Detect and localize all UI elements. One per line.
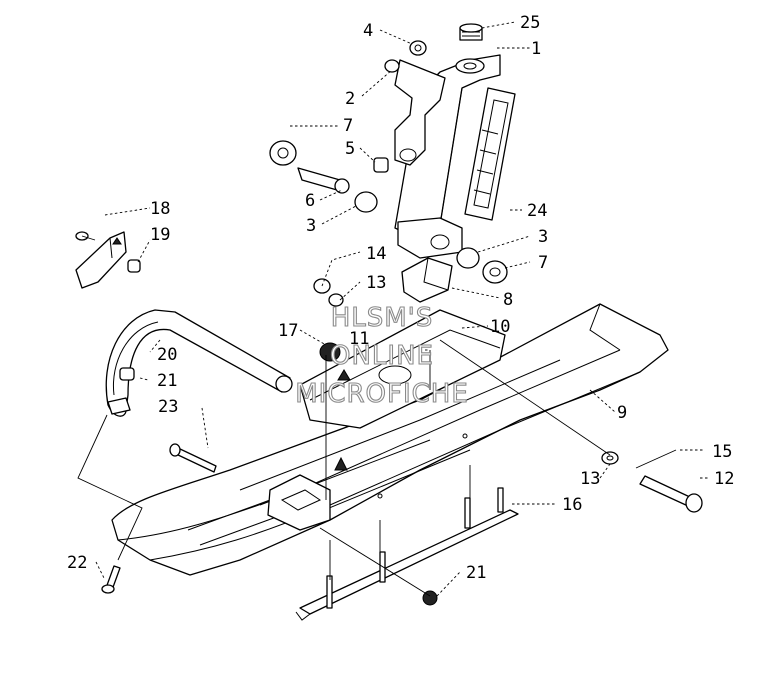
spindle-decal: [464, 87, 516, 221]
callout-labels: 1 2 3 3 4 5 6 7 7 8 9 10 11 12 13 13 14 …: [67, 13, 734, 583]
ski-body: [111, 303, 669, 576]
shaft-6: [297, 167, 350, 194]
callout-21-upper: 21: [157, 371, 177, 391]
assembly-lines: [77, 339, 611, 597]
callout-13-upper: 13: [366, 273, 386, 293]
watermark: HLSM'S ONLINE MICROFICHE: [295, 302, 469, 409]
callout-9: 9: [617, 403, 627, 423]
callout-10: 10: [490, 317, 510, 337]
bushing-7-left: [269, 140, 297, 166]
bushing-7-right: [482, 260, 508, 284]
callout-16: 16: [562, 495, 582, 515]
washer-13-lower: [601, 451, 619, 465]
callout-8: 8: [503, 290, 513, 310]
washer-13-upper: [328, 293, 344, 307]
nut-2-upper: [384, 59, 400, 73]
bushing-3-right: [456, 247, 480, 269]
callout-1: 1: [531, 39, 541, 59]
spindle-cap: [459, 23, 483, 41]
callout-7-right: 7: [538, 253, 548, 273]
callout-17: 17: [278, 321, 298, 341]
callout-6: 6: [305, 191, 315, 211]
watermark-line-3: MICROFICHE: [295, 379, 469, 409]
callout-2: 2: [345, 89, 355, 109]
callout-14: 14: [366, 244, 386, 264]
callout-19: 19: [150, 225, 170, 245]
callout-7-left: 7: [343, 116, 353, 136]
callout-18: 18: [150, 199, 170, 219]
nut-4: [409, 40, 427, 56]
bolt-23: [169, 443, 217, 473]
leader-lines: [95, 21, 710, 597]
watermark-line-2: ONLINE: [330, 341, 434, 371]
callout-23: 23: [158, 397, 178, 417]
bumper-8: [401, 257, 453, 303]
callout-15: 15: [712, 442, 732, 462]
ski-loop: [105, 309, 293, 417]
ski-spindle: [394, 54, 501, 259]
bolt-12: [639, 475, 703, 513]
callout-4: 4: [363, 21, 373, 41]
bushing-5: [373, 157, 389, 173]
callout-24: 24: [527, 201, 547, 221]
callout-13-lower: 13: [580, 469, 600, 489]
bushing-3-left: [354, 191, 378, 213]
nut-21-lower: [422, 590, 438, 606]
callout-25: 25: [520, 13, 540, 33]
nut-21-upper: [119, 367, 135, 381]
nut-19: [127, 259, 141, 273]
callout-3-right: 3: [538, 227, 548, 247]
callout-3-left: 3: [306, 216, 316, 236]
pin-15: [635, 449, 677, 469]
bolt-22: [101, 565, 121, 594]
ski-mount-plate: [299, 309, 506, 429]
callout-12: 12: [714, 469, 734, 489]
nut-17: [319, 342, 341, 362]
watermark-line-1: HLSM'S: [331, 303, 434, 333]
bracket-18: [75, 231, 127, 289]
callout-5: 5: [345, 139, 355, 159]
callout-11: 11: [349, 329, 369, 349]
callout-21-lower: 21: [466, 563, 486, 583]
callout-22: 22: [67, 553, 87, 573]
callout-20: 20: [157, 345, 177, 365]
